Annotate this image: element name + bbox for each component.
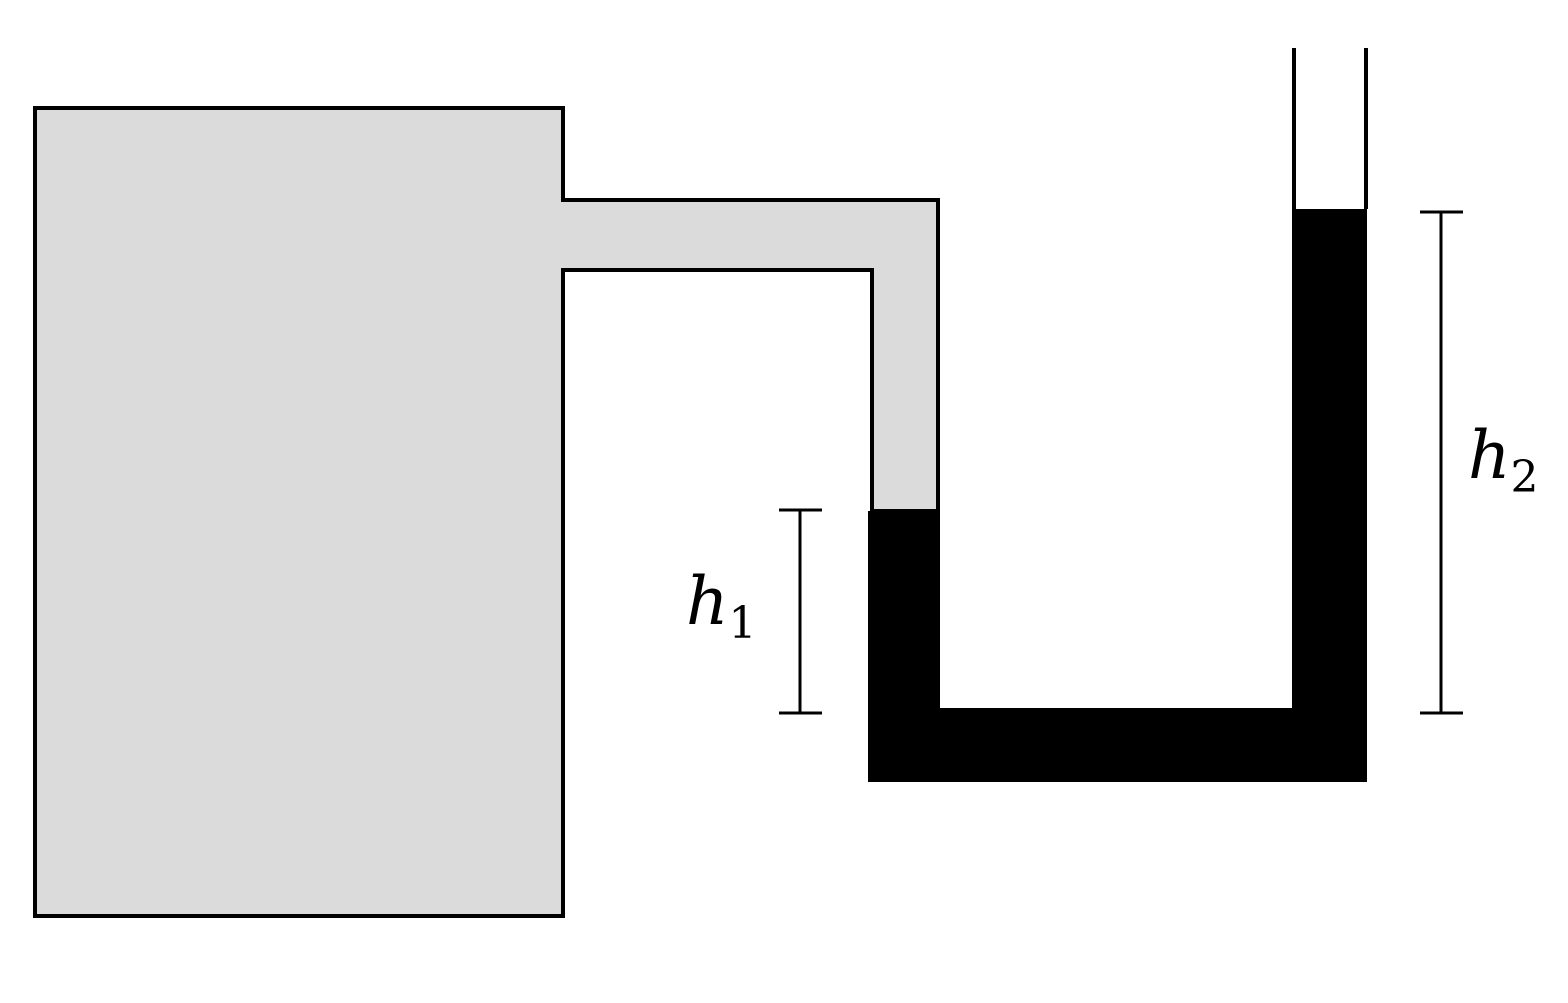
h2-label: h2 <box>1468 417 1539 503</box>
h1-label: h1 <box>686 563 757 649</box>
h1-dimension <box>779 508 822 715</box>
manometer-liquid <box>868 209 1367 782</box>
gas-tank-and-pipe <box>33 106 940 918</box>
h2-dimension <box>1420 210 1463 715</box>
